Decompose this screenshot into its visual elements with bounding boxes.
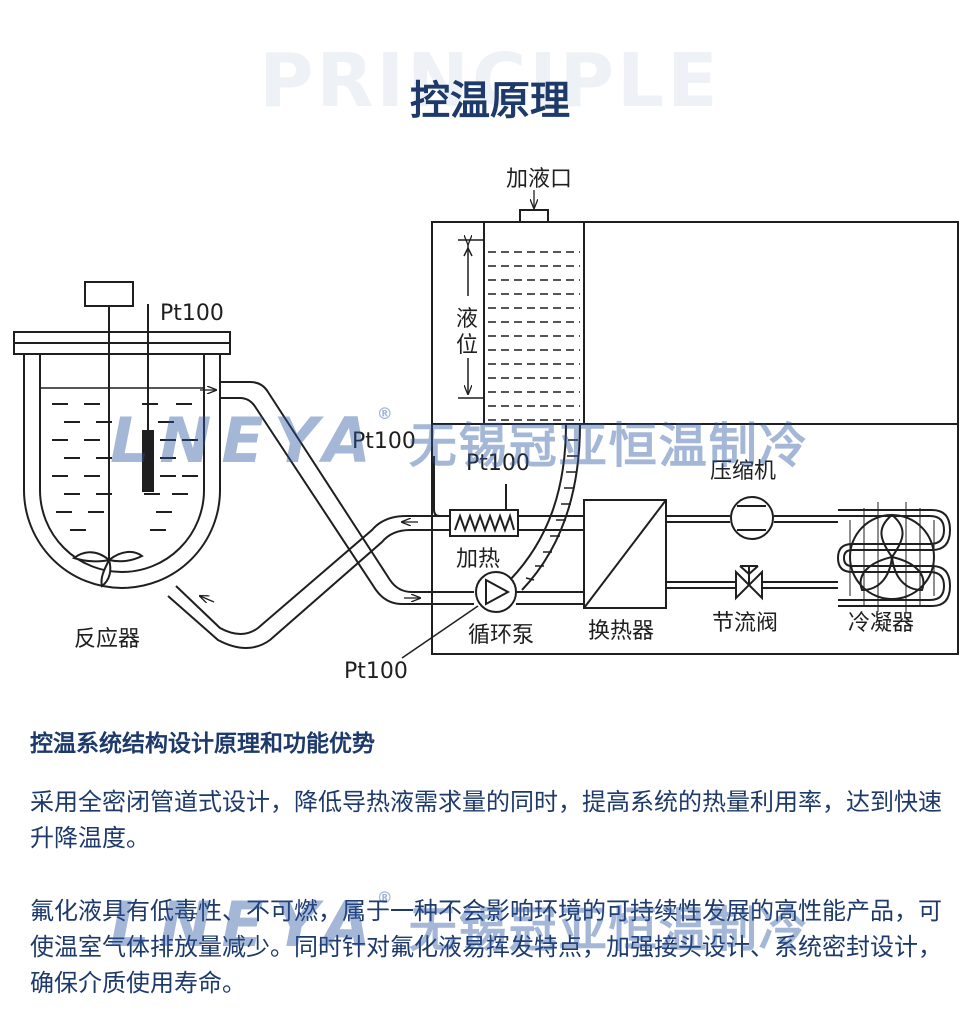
- registered-mark: ®: [376, 888, 393, 907]
- pt100-label-reactor: Pt100: [160, 301, 224, 326]
- flow-arrows: [200, 390, 420, 602]
- pipes: [167, 381, 474, 649]
- liquid-tank: [483, 209, 585, 424]
- tank-return-liquid: [525, 439, 578, 581]
- heater-label: 加热: [456, 547, 500, 572]
- tank-return-pipe: [509, 423, 581, 591]
- refrigerant-lines: [666, 515, 838, 589]
- level-indicator: [458, 240, 484, 399]
- compressor-label: 压缩机: [710, 459, 776, 484]
- temperature-control-diagram: Pt100 反应器 加液口 液 位: [13, 167, 959, 684]
- reactor-liquid: [52, 403, 198, 531]
- watermark-company: 无锡冠亚恒温制冷: [408, 901, 809, 958]
- heat-exchanger-label: 换热器: [588, 619, 654, 644]
- pump-label: 循环泵: [468, 623, 534, 648]
- background-word: PRINCIPLE: [259, 38, 721, 124]
- compressor: [730, 496, 774, 540]
- fill-port-label: 加液口: [506, 167, 572, 192]
- condenser-label: 冷凝器: [848, 611, 914, 636]
- heat-exchanger: [583, 499, 667, 609]
- pt100-label-heater-left: Pt100: [352, 429, 416, 454]
- reactor: [13, 331, 231, 589]
- heater: [449, 509, 584, 537]
- pt100-probe-pump: [401, 605, 479, 659]
- paragraph-1: 采用全密闭管道式设计，降低导热液需求量的同时，提高系统的热量利用率，达到快速升降…: [30, 788, 942, 852]
- watermark-logo: LNEYA: [110, 404, 381, 477]
- reactor-label: 反应器: [74, 627, 140, 652]
- unit-cabinet: [431, 221, 959, 655]
- condenser: [836, 502, 952, 612]
- registered-mark: ®: [376, 404, 393, 423]
- watermark-bottom: LNEYA® 无锡冠亚恒温制冷: [110, 888, 809, 961]
- pt100-label-pump: Pt100: [344, 659, 408, 684]
- watermark-company: 无锡冠亚恒温制冷: [408, 417, 809, 474]
- circulation-pump: [475, 571, 584, 613]
- page-title: 控温原理: [410, 78, 570, 124]
- pt100-probe-heater: [433, 456, 507, 517]
- paragraph-2: 氟化液具有低毒性、不可燃，属于一种不会影响环境的可持续性发展的高性能产品，可使温…: [30, 897, 942, 997]
- throttle-valve-label: 节流阀: [712, 611, 778, 636]
- level-label-1: 液: [456, 307, 478, 332]
- watermark-top: LNEYA® 无锡冠亚恒温制冷: [110, 404, 809, 477]
- tank-liquid: [488, 251, 580, 421]
- stirrer: [71, 281, 144, 588]
- throttle-valve: [735, 565, 763, 601]
- level-label-2: 位: [456, 333, 478, 358]
- watermark-logo: LNEYA: [110, 888, 381, 961]
- pt100-label-heater-top: Pt100: [466, 451, 530, 476]
- pt100-probe-reactor: [142, 304, 154, 492]
- section-heading: 控温系统结构设计原理和功能优势: [30, 731, 375, 757]
